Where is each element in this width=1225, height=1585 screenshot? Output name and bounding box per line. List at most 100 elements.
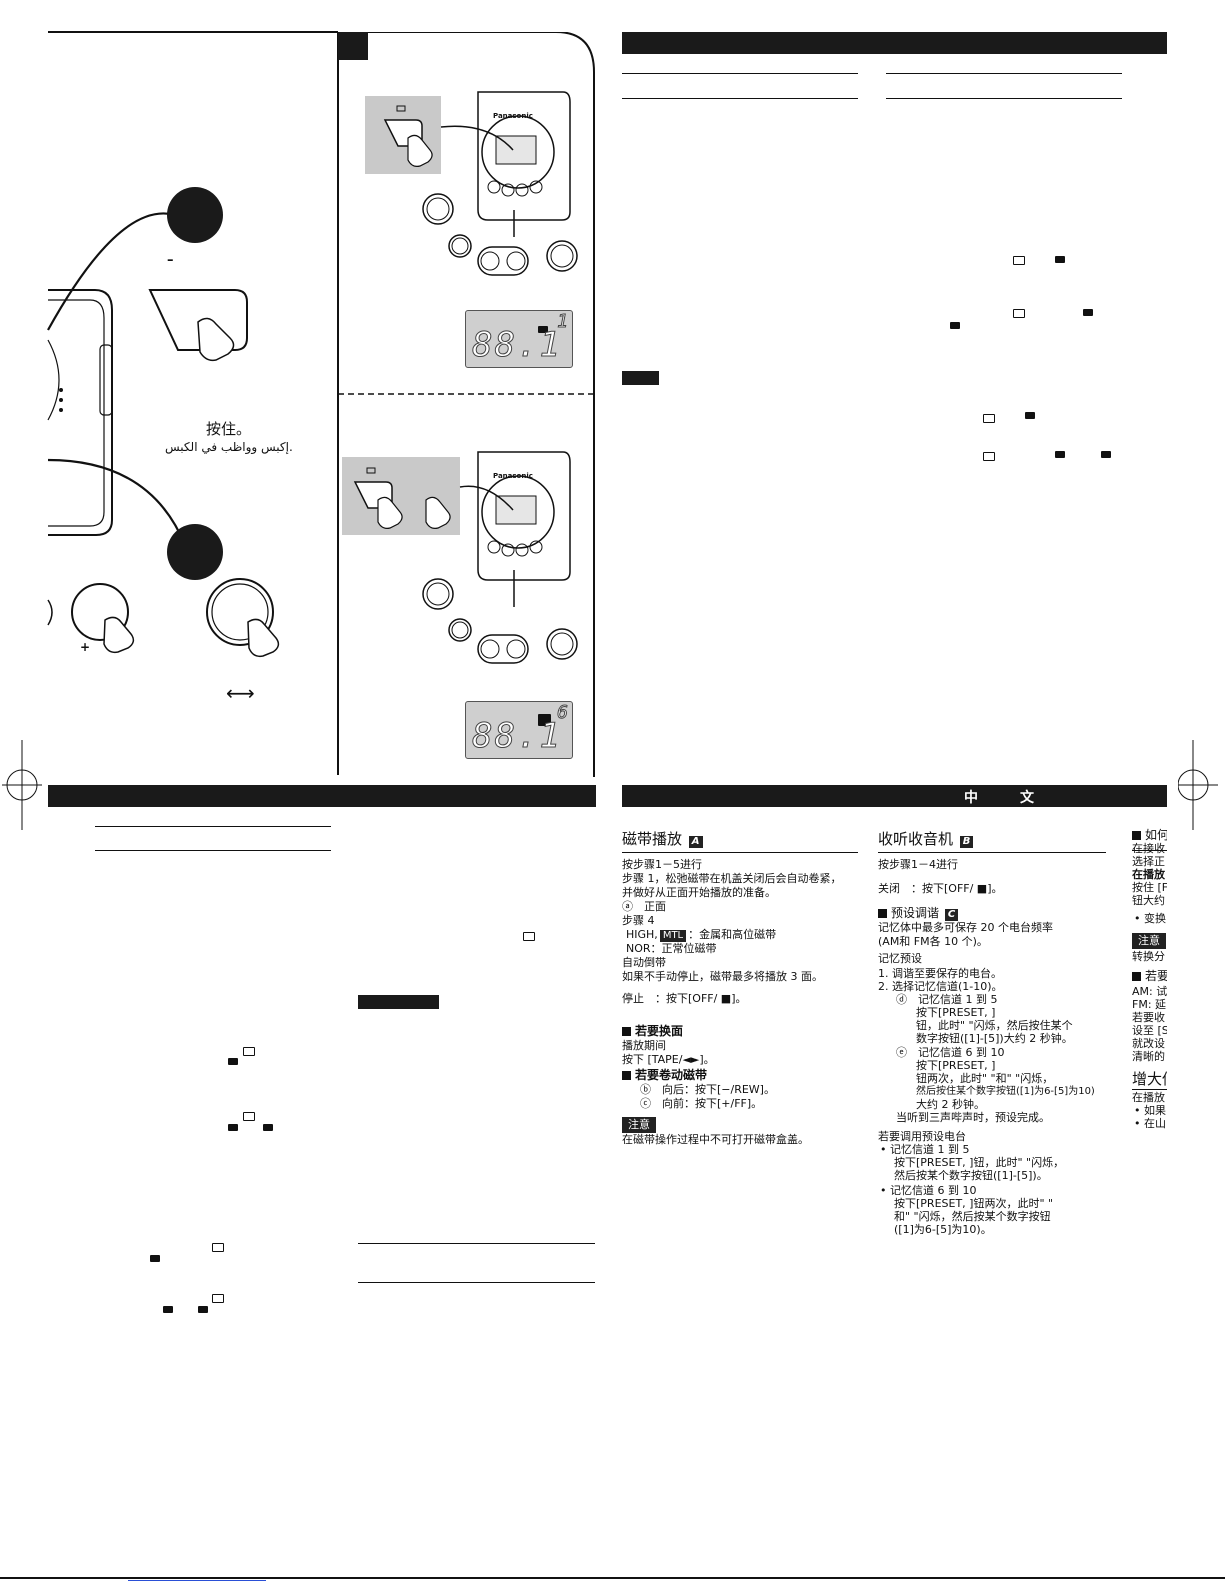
registration-mark-right [1178, 740, 1218, 830]
press-hold-ar: إكبس وواظب في الكبس. [165, 440, 293, 454]
text-line: • 变换 [1134, 912, 1166, 925]
preset-icon [1013, 256, 1025, 265]
lcd-frequency-top: 88.1 [472, 325, 562, 366]
text-line-stop: 停止 ：按下[OFF/ ■]。 [622, 992, 747, 1005]
indicator-icon [263, 1124, 273, 1131]
note-tag: 注意 [1132, 933, 1166, 949]
text-line: 播放期间 [622, 1039, 666, 1052]
brand-label-top: Panasonic [493, 112, 533, 120]
lcd-display-top: 1 88.1 [465, 310, 573, 368]
preset-icon [212, 1243, 224, 1252]
minus-label: – [167, 253, 174, 268]
text-line: 数字按钮([1]-[5])大约 2 秒钟。 [916, 1032, 1073, 1045]
preset-icon [523, 932, 535, 941]
text-line: 1. 调谐至要保存的电台。 [878, 967, 1002, 980]
text-line: 按步骤1－5进行 [622, 858, 702, 871]
text-line: 转换分 [1132, 950, 1165, 963]
text-line: FM: 延 [1132, 998, 1167, 1011]
preset-icon [983, 414, 995, 423]
indicator-icon [1025, 412, 1035, 419]
text-line: 按下[PRESET, ] [916, 1059, 996, 1072]
preset-icon [983, 452, 995, 461]
subsection-if: 若要 [1132, 969, 1167, 984]
rule [1132, 1089, 1167, 1090]
preset-icon [212, 1294, 224, 1303]
text-line: 在播放 [1132, 868, 1165, 881]
text-line: 和" "闪烁，然后按某个数字按钮 [894, 1210, 1051, 1223]
text-line: 然后按住某个数字按钮([1]为6-[5]为10) [916, 1086, 1095, 1097]
text-line: 自动倒带 [622, 956, 666, 969]
rule [622, 98, 858, 99]
text-line: ⓑ 向后：按下[−/REW]。 [640, 1083, 775, 1096]
rule [95, 826, 331, 827]
text-line: AM: 试 [1132, 985, 1167, 998]
text-line: 钮，此时" "闪烁，然后按住某个 [916, 1019, 1073, 1032]
press-hold-cn: 按住。 [206, 420, 252, 438]
panel-c: Panasonic Panasonic 1 88.1 6 88.1 [338, 32, 596, 777]
text-line: 在接收 [1132, 842, 1165, 855]
preset-icon [243, 1112, 255, 1121]
rule [622, 852, 858, 853]
page-bottom-rule [0, 1577, 1225, 1579]
text-line: (AM和 FM各 10 个)。 [878, 935, 988, 948]
subsection-wind: 若要卷动磁带 [622, 1068, 707, 1083]
text-line: 钮两次，此时" "和" "闪烁， [916, 1072, 1054, 1085]
note-tag: 注意 [622, 1117, 656, 1133]
text-line: ⓒ 向前：按下[+/FF]。 [640, 1097, 763, 1110]
text-line-note: 在磁带操作过程中不可打开磁带盒盖。 [622, 1133, 809, 1146]
subsection-change-side: 若要换面 [622, 1024, 683, 1039]
rule [1132, 850, 1167, 851]
header-bar-bottom-left [48, 785, 596, 807]
text-line: 步骤 4 [622, 914, 655, 927]
indicator-icon [228, 1058, 238, 1065]
cassette-player-illustration [47, 31, 339, 775]
plus-label: + [80, 640, 91, 654]
language-header-label: 中 文 [964, 790, 1034, 806]
text-line: 按下 [TAPE/◄►]。 [622, 1053, 715, 1066]
text-line: 然后按某个数字按钮([1]-[5])。 [894, 1169, 1048, 1182]
text-line: 大约 2 秒钟。 [916, 1098, 985, 1111]
indicator-icon [1101, 451, 1111, 458]
text-line: 若要收 [1132, 1011, 1165, 1024]
subsection-recall: 若要调用预设电台 [878, 1130, 966, 1143]
section-badge-a: A [688, 836, 703, 848]
text-line-high: HIGH,MTL：金属和高位磁带 [626, 928, 777, 942]
text-line: ⓐ 正面 [622, 900, 666, 913]
text-line: • 在山 [1134, 1117, 1166, 1130]
language-header-bar: 中 文 [622, 785, 1167, 807]
section-badge-c: C [944, 909, 959, 921]
text-line: 当听到三声哔声时，预设完成。 [896, 1111, 1050, 1124]
illustration-panel-left: – + 按住。 إكبس وواظب في الكبس. ⟷ [0, 0, 340, 780]
text-line: 就改设 [1132, 1037, 1165, 1050]
text-line: ⓔ 记忆信道 6 到 10 [896, 1046, 1005, 1059]
text-line: 选择正 [1132, 855, 1165, 868]
text-line: • 记忆信道 6 到 10 [880, 1184, 977, 1197]
text-line: 2. 选择记忆信道(1-10)。 [878, 980, 1003, 993]
text-line: ([1]为6-[5]为10)。 [894, 1223, 992, 1236]
brand-label-bottom: Panasonic [493, 472, 533, 480]
text-line: 如果不手动停止，磁带最多将播放 3 面。 [622, 970, 823, 983]
text-line: 在播放 [1132, 1091, 1165, 1104]
text-line: • 记忆信道 1 到 5 [880, 1143, 970, 1156]
indicator-icon [150, 1255, 160, 1262]
text-line: 设至 [S [1132, 1024, 1167, 1037]
text-line: ⓓ 记忆信道 1 到 5 [896, 993, 998, 1006]
registration-mark-left [2, 740, 42, 830]
indicator-icon [228, 1124, 238, 1131]
section-title-radio: 收听收音机 B [878, 830, 975, 848]
lcd-channel-bottom: 6 [557, 702, 569, 724]
rule [95, 850, 331, 851]
indicator-icon [1055, 256, 1065, 263]
subsection-how: 如何 [1132, 828, 1167, 843]
rule [886, 98, 1122, 99]
text-line: 按步骤1－4进行 [878, 858, 958, 871]
indicator-icon [163, 1306, 173, 1313]
text-line: 步骤 1，松弛磁带在机盖关闭后会自动卷紧， [622, 872, 842, 885]
section-badge-b: B [959, 836, 974, 848]
page-bottom-link-underline [128, 1580, 266, 1581]
text-line: 并做好从正面开始播放的准备。 [622, 886, 776, 899]
section-title-tape: 磁带播放 A [622, 830, 705, 848]
text-line: 记忆体中最多可保存 20 个电台频率 [878, 921, 1053, 934]
text-line: 按住 [F [1132, 881, 1167, 894]
text-line: • 如果 [1134, 1104, 1166, 1117]
